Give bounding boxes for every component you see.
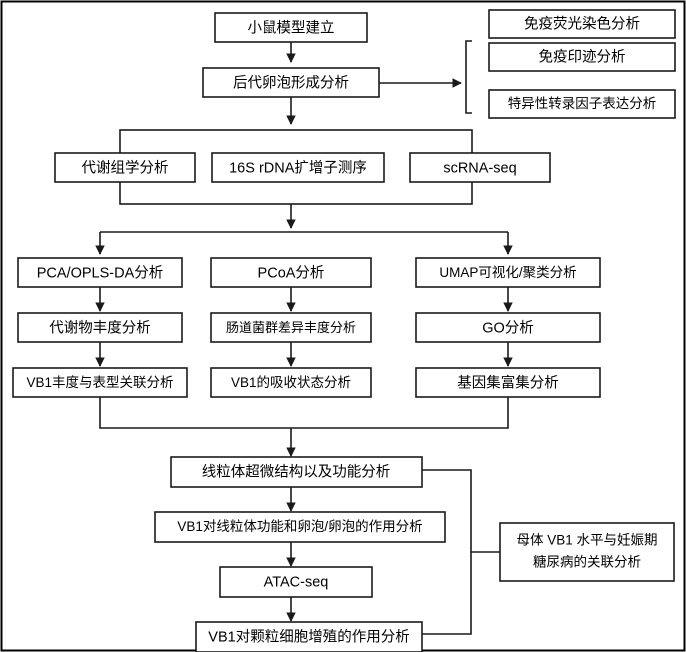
node-offspring-follicle-label: 后代卵泡形成分析 (233, 74, 349, 91)
node-western-blot[interactable]: 免疫印迹分析 (488, 42, 676, 72)
node-mitochondria-label: 线粒体超微结构以及功能分析 (202, 463, 391, 480)
node-vb1-phenotype[interactable]: VB1丰度与表型关联分析 (12, 367, 188, 398)
node-western-blot-label: 免疫印迹分析 (539, 48, 626, 65)
node-pca-opls[interactable]: PCA/OPLS-DA分析 (17, 257, 183, 288)
node-maternal-vb1-label-line1: 母体 VB1 水平与妊娠期 (516, 533, 657, 548)
node-vb1-absorption-label: VB1的吸收状态分析 (231, 375, 351, 390)
node-umap-label: UMAP可视化/聚类分析 (439, 265, 576, 280)
node-mouse-model-label: 小鼠模型建立 (248, 19, 335, 36)
node-metabolomics[interactable]: 代谢组学分析 (54, 152, 196, 183)
node-pca-opls-label: PCA/OPLS-DA分析 (37, 264, 164, 281)
node-maternal-vb1-label-line2: 糖尿病的关联分析 (533, 555, 641, 570)
node-gut-microbiome[interactable]: 肠道菌群差异丰度分析 (210, 312, 372, 343)
node-pcoa[interactable]: PCoA分析 (210, 257, 372, 288)
node-vb1-granulosa[interactable]: VB1对颗粒细胞增殖的作用分析 (195, 621, 423, 652)
maternal-bus (422, 469, 472, 635)
merge-bar (99, 397, 509, 429)
node-rdna-seq[interactable]: 16S rDNA扩增子测序 (211, 152, 385, 183)
node-tf-expression[interactable]: 特异性转录因子表达分析 (488, 89, 676, 119)
node-scrna-seq[interactable]: scRNA-seq (409, 152, 551, 183)
node-tf-expression-label: 特异性转录因子表达分析 (508, 96, 657, 111)
assay-bracket (465, 40, 472, 114)
node-layer: 小鼠模型建立 后代卵泡形成分析 免疫荧光染色分析 免疫印迹分析 特异性转录因子表… (12, 9, 676, 652)
node-metabolite-abundance[interactable]: 代谢物丰度分析 (17, 312, 183, 343)
node-metabolite-abundance-label: 代谢物丰度分析 (49, 319, 151, 336)
node-atac-seq[interactable]: ATAC-seq (219, 566, 373, 598)
node-atac-seq-label: ATAC-seq (264, 574, 329, 590)
node-umap[interactable]: UMAP可视化/聚类分析 (415, 257, 601, 288)
node-gut-microbiome-label: 肠道菌群差异丰度分析 (226, 320, 356, 335)
node-mitochondria[interactable]: 线粒体超微结构以及功能分析 (170, 456, 423, 488)
node-go-analysis-label: GO分析 (482, 319, 534, 336)
node-immunofluorescence-label: 免疫荧光染色分析 (524, 15, 640, 32)
node-immunofluorescence[interactable]: 免疫荧光染色分析 (488, 9, 676, 39)
node-vb1-mito-follicle-label: VB1对线粒体功能和卵泡/卵泡的作用分析 (177, 519, 422, 534)
node-go-analysis[interactable]: GO分析 (415, 312, 601, 343)
node-gene-set-enrichment[interactable]: 基因集富集分析 (415, 367, 601, 398)
node-rdna-seq-label: 16S rDNA扩增子测序 (229, 159, 367, 176)
node-gene-set-enrichment-label: 基因集富集分析 (457, 373, 559, 391)
node-metabolomics-label: 代谢组学分析 (82, 159, 169, 176)
node-vb1-granulosa-label: VB1对颗粒细胞增殖的作用分析 (208, 628, 409, 645)
node-vb1-phenotype-label: VB1丰度与表型关联分析 (26, 375, 173, 390)
node-scrna-seq-label: scRNA-seq (443, 160, 516, 176)
node-vb1-mito-follicle[interactable]: VB1对线粒体功能和卵泡/卵泡的作用分析 (154, 511, 446, 543)
node-maternal-vb1[interactable]: 母体 VB1 水平与妊娠期 糖尿病的关联分析 (499, 522, 675, 582)
node-vb1-absorption[interactable]: VB1的吸收状态分析 (210, 367, 372, 398)
node-mouse-model[interactable]: 小鼠模型建立 (214, 12, 368, 43)
node-offspring-follicle[interactable]: 后代卵泡形成分析 (202, 67, 380, 98)
node-pcoa-label: PCoA分析 (258, 264, 325, 281)
